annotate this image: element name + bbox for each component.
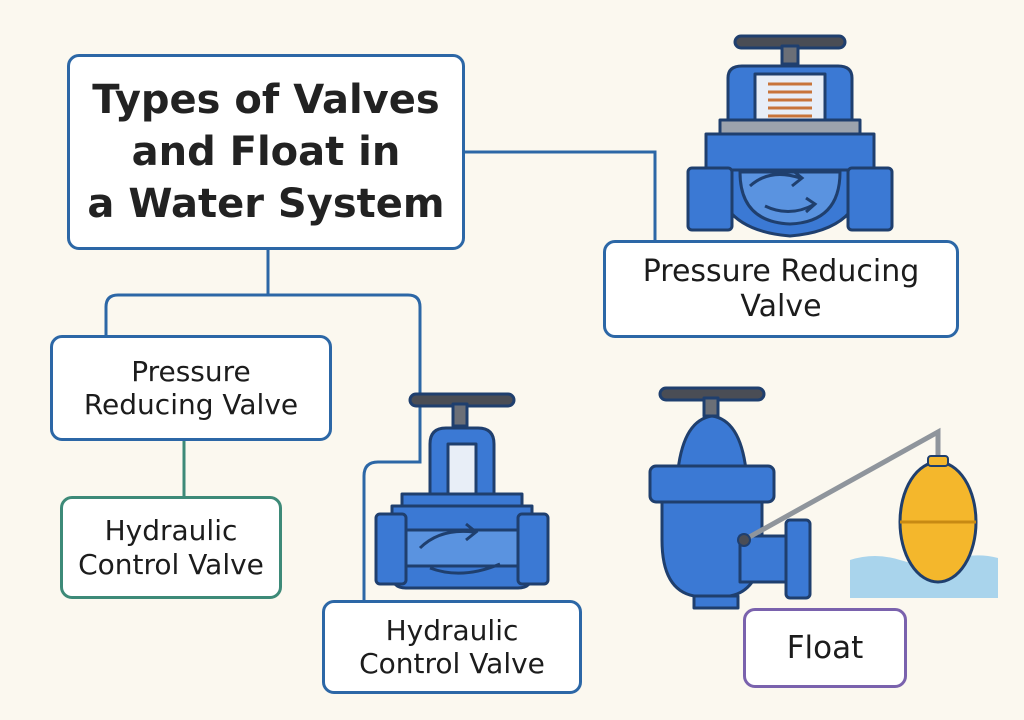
pressure-reducing-valve-label-top: Pressure Reducing Valve xyxy=(603,240,959,338)
connector-branch-left xyxy=(104,293,268,335)
label-line-1: Pressure Reducing xyxy=(642,253,920,289)
hydraulic-control-valve-label-middle: Hydraulic Control Valve xyxy=(322,600,582,694)
label-line-1: Pressure xyxy=(131,354,251,388)
label-line-1: Hydraulic xyxy=(385,613,519,647)
diagram-title: Types of Valves and Float in a Water Sys… xyxy=(67,54,465,250)
flow-arrow-icon xyxy=(748,168,818,214)
title-line-1: Types of Valves xyxy=(92,77,440,123)
connector-valve-to-hcv-mid xyxy=(362,450,422,600)
label-line-2: Valve xyxy=(740,289,822,324)
label-line-2: Control Valve xyxy=(359,647,545,680)
float-label-text: Float xyxy=(786,629,864,666)
float-ball-icon xyxy=(898,455,978,584)
pressure-reducing-valve-label-left: Pressure Reducing Valve xyxy=(50,335,332,441)
float-label: Float xyxy=(743,608,907,688)
connector-title-to-prv-top xyxy=(465,150,657,240)
title-line-3: a Water System xyxy=(87,181,445,227)
label-line-1: Hydraulic xyxy=(104,514,238,548)
hydraulic-control-valve-label-left: Hydraulic Control Valve xyxy=(60,496,282,599)
connector-branch-right xyxy=(268,293,422,450)
label-line-2: Reducing Valve xyxy=(83,388,299,421)
label-line-2: Control Valve xyxy=(78,547,264,581)
title-line-2: and Float in xyxy=(131,129,401,175)
